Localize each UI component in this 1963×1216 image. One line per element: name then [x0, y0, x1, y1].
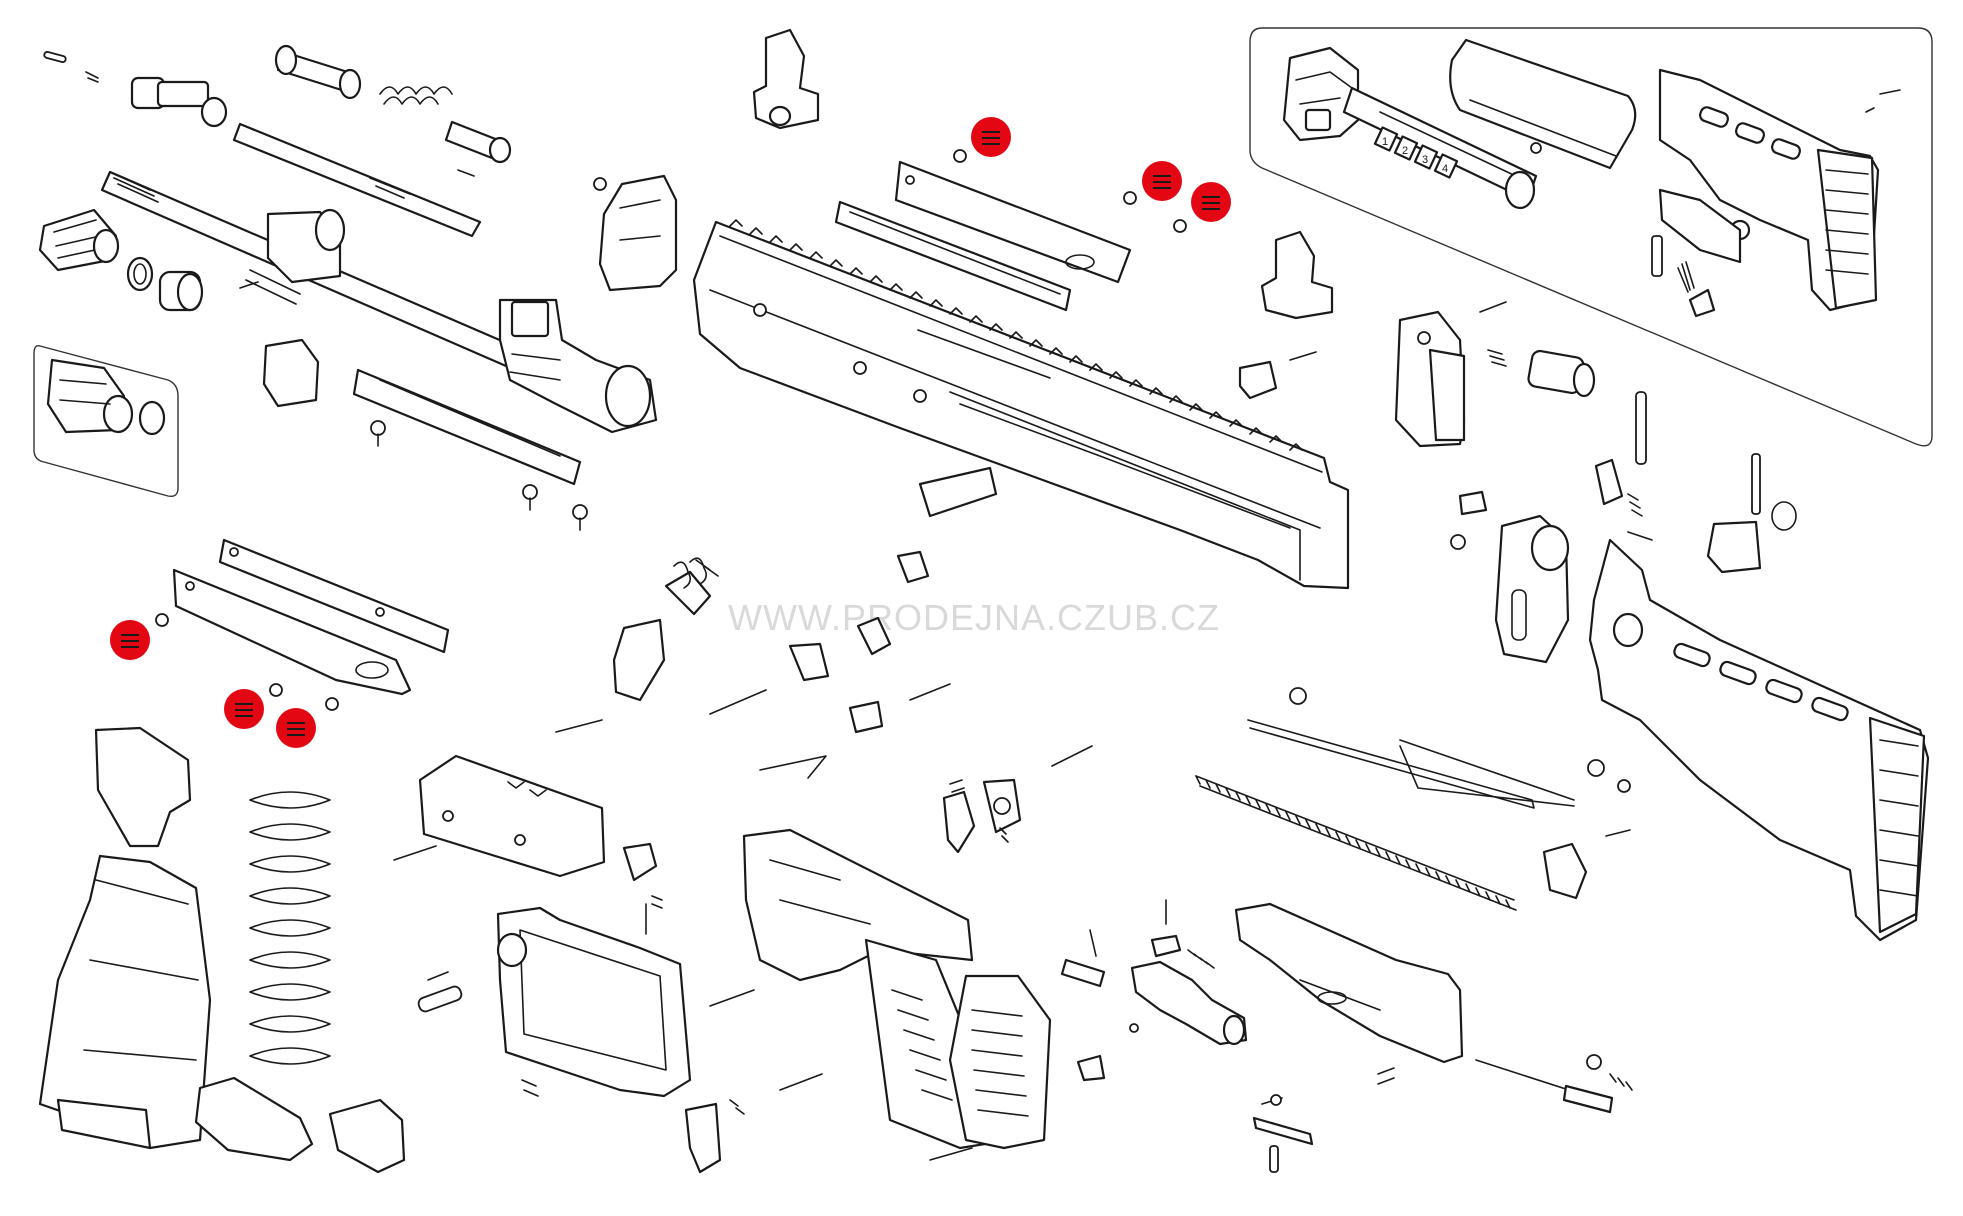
- stock-hinge: [1450, 490, 1570, 664]
- recoil-spring-small: [379, 86, 453, 105]
- magazine-catch: [622, 842, 663, 935]
- trigger-housing-plate: [418, 754, 606, 878]
- highlighted-screw-left-1: [110, 613, 169, 660]
- upper-rail-teeth: [729, 219, 1303, 451]
- rear-sight: [1260, 230, 1334, 320]
- small-pin-inset: [1651, 89, 1901, 318]
- front-sight: [752, 28, 820, 130]
- stock-mark-4: 4: [1442, 163, 1448, 175]
- stock-tube: 1 2 3 4: [1342, 86, 1538, 210]
- guide-rods: [1247, 687, 1575, 809]
- magazine-spring: [249, 791, 331, 1065]
- bolt-head: [1130, 960, 1248, 1046]
- top-rail-small: [352, 368, 582, 486]
- side-rail-lower-a: [218, 538, 450, 654]
- highlighted-screw-top-1: [953, 117, 1011, 163]
- stock-hinge-block: [1282, 46, 1360, 142]
- firing-pin: [1377, 1059, 1614, 1114]
- pistol-grip-panel: [948, 974, 1052, 1150]
- small-pins-mid-top: [1289, 301, 1507, 361]
- side-rail-lower-b: [172, 568, 412, 696]
- rear-trunnion-block: [1394, 310, 1466, 448]
- piston-tube: [232, 122, 482, 238]
- sight-block-small: [1238, 360, 1278, 400]
- front-block: [262, 338, 320, 408]
- flash-hider: [38, 208, 120, 272]
- folding-stock-inset: [1658, 68, 1880, 312]
- rail-screws-barrel: [370, 420, 588, 531]
- magazine-lock-plate: [328, 1098, 406, 1174]
- highlighted-screw-left-2: [224, 683, 283, 729]
- trigger-pins-long: [393, 683, 1093, 1161]
- buffer-cap: [1527, 349, 1596, 398]
- magazine-well: [496, 906, 692, 1098]
- watermark-text: WWW.PRODEJNA.CZUB.CZ: [728, 597, 1220, 638]
- highlighted-screw-top-2: [1123, 161, 1182, 205]
- stock-mark-3: 3: [1422, 154, 1428, 166]
- long-pin-right: [1635, 391, 1647, 465]
- highlighted-screw-top-3: [1173, 182, 1231, 233]
- piston-plug: [444, 120, 512, 177]
- small-parts-right-mid: [1594, 453, 1797, 574]
- upper-receiver: [692, 220, 1350, 590]
- recoil-spring-long: [1195, 775, 1517, 911]
- barrel: [100, 170, 562, 388]
- firing-pin-spring-parts: [1252, 1054, 1633, 1173]
- spring-small-mid: [1487, 349, 1507, 367]
- gas-piston-rod: [274, 44, 362, 100]
- gas-piston-head: [130, 76, 228, 128]
- stock-inset-frame: [1249, 27, 1933, 447]
- trigger-pins-center: [417, 971, 463, 1013]
- extractor-parts: [1060, 899, 1215, 1082]
- trigger-parts-center: [759, 550, 1022, 854]
- side-rail-left: [834, 200, 1072, 312]
- small-parts-right-low: [1542, 759, 1631, 900]
- bolt-carrier: [1234, 902, 1464, 1064]
- stock-cover: [1449, 38, 1637, 170]
- magazine-body: [38, 854, 212, 1150]
- hammer-spring: [673, 557, 708, 589]
- magazine-floorplate: [194, 1076, 314, 1162]
- stock-mark-2: 2: [1402, 145, 1408, 157]
- stock-mark-1: 1: [1382, 136, 1388, 148]
- small-block-center: [848, 700, 884, 734]
- stock-latch: [1658, 188, 1742, 264]
- barrel-trunnion: [498, 298, 658, 434]
- folding-stock: [1588, 538, 1930, 942]
- magazine-follower: [94, 726, 192, 848]
- side-rail-right: [894, 160, 1132, 284]
- small-pin-barrel: [239, 281, 259, 289]
- bolt-release-parts: [612, 466, 998, 702]
- muzzle-thread-protector: [158, 270, 204, 312]
- highlighted-screw-left-3: [276, 697, 339, 748]
- washer-ring: [126, 256, 154, 292]
- muzzle-device-inset-frame: [33, 344, 179, 498]
- magazine-release-lever: [521, 1079, 745, 1174]
- small-pins-top-left: [43, 51, 99, 83]
- handguard-clip: [593, 174, 678, 292]
